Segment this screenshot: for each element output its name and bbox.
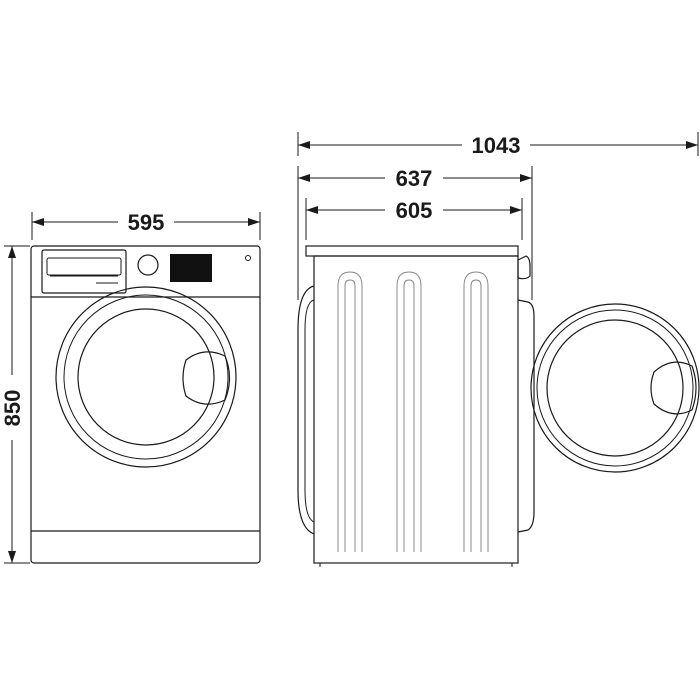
- front-door: [55, 286, 237, 468]
- height-label: 850: [0, 390, 25, 427]
- power-indicator-icon: [245, 255, 251, 261]
- side-cabinet: [313, 255, 519, 564]
- open-door-handle-icon: [650, 361, 697, 415]
- depth-body-label: 605: [396, 198, 433, 223]
- display-panel: [170, 254, 212, 282]
- door-handle-icon: [182, 351, 231, 405]
- program-knob-icon: [137, 254, 159, 276]
- rear-panel-bulge: [297, 285, 315, 535]
- depth-with-door-label: 637: [396, 166, 433, 191]
- dimension-depth-total: 1043: [297, 132, 699, 158]
- hose-connector-icon: [517, 255, 531, 280]
- detergent-drawer: [41, 249, 127, 294]
- front-view: 595 850: [0, 210, 261, 564]
- dimension-depth-body: 605: [305, 198, 523, 240]
- depth-total-label: 1043: [472, 133, 521, 158]
- front-door-profile: [517, 299, 535, 533]
- side-ribs: [337, 271, 489, 552]
- dimension-height: 850: [0, 245, 30, 564]
- open-door: [530, 303, 700, 473]
- side-top-plate: [305, 245, 519, 257]
- width-label: 595: [128, 210, 165, 235]
- dimension-depth-with-door: 637: [297, 166, 533, 300]
- dimension-width: 595: [31, 210, 261, 240]
- front-cabinet: [30, 245, 261, 564]
- side-view: 1043 637 605: [297, 132, 700, 567]
